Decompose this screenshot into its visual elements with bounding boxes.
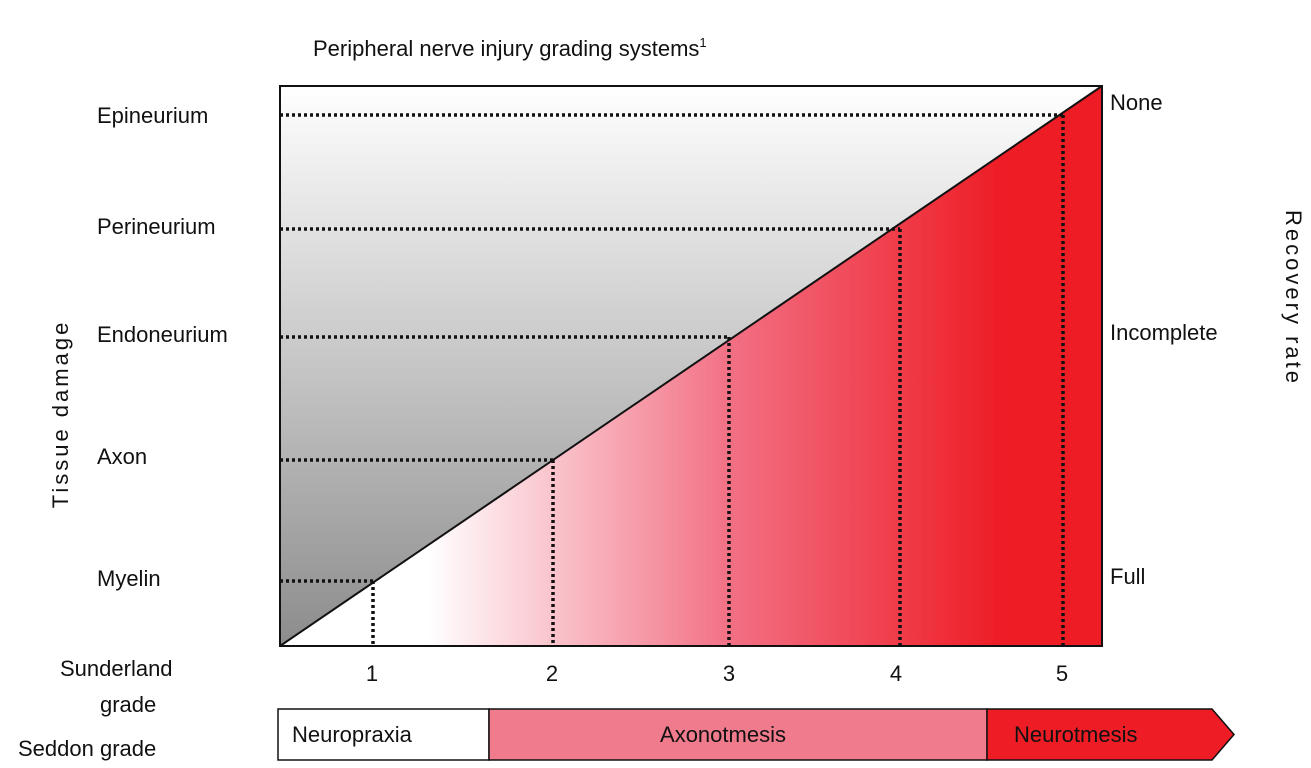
level-label-endoneurium: Endoneurium (97, 322, 228, 347)
level-label-myelin: Myelin (97, 566, 161, 591)
sunderland-grade-1: 1 (366, 661, 378, 686)
seddon-segment-axonotmesis (488, 708, 988, 761)
seddon-segment-neuropraxia (277, 708, 490, 761)
sunderland-grades: 1 2 3 4 5 (366, 661, 1068, 686)
right-level-labels: None Incomplete Full (1110, 90, 1218, 589)
level-label-perineurium: Perineurium (97, 214, 216, 239)
sunderland-grade-2: 2 (546, 661, 558, 686)
seddon-bar: Neuropraxia Axonotmesis Neurotmesis (277, 708, 1235, 761)
sunderland-grade-5: 5 (1056, 661, 1068, 686)
diagonal-line (279, 85, 1103, 647)
seddon-label: Seddon grade (18, 736, 156, 761)
sunderland-label-line2: grade (100, 692, 156, 717)
seddon-label-neuropraxia: Neuropraxia (292, 722, 413, 747)
recovery-label-full: Full (1110, 564, 1145, 589)
plot-area (279, 85, 1103, 647)
recovery-label-incomplete: Incomplete (1110, 320, 1218, 345)
left-level-labels: Epineurium Perineurium Endoneurium Axon … (97, 103, 228, 591)
sunderland-label-line1: Sunderland (60, 656, 173, 681)
seddon-label-axonotmesis: Axonotmesis (660, 722, 786, 747)
level-label-axon: Axon (97, 444, 147, 469)
seddon-label-neurotmesis: Neurotmesis (1014, 722, 1137, 747)
recovery-label-none: None (1110, 90, 1163, 115)
sunderland-grade-4: 4 (890, 661, 902, 686)
sunderland-grade-3: 3 (723, 661, 735, 686)
dotted-guides (280, 113, 1065, 646)
plot-border (279, 85, 1103, 647)
right-axis-title: Recovery rate (1281, 210, 1306, 386)
seddon-segment-neurotmesis (986, 708, 1235, 761)
diagram-title: Peripheral nerve injury grading systems1 (313, 35, 707, 61)
level-label-epineurium: Epineurium (97, 103, 208, 128)
left-axis-title: Tissue damage (48, 320, 73, 509)
